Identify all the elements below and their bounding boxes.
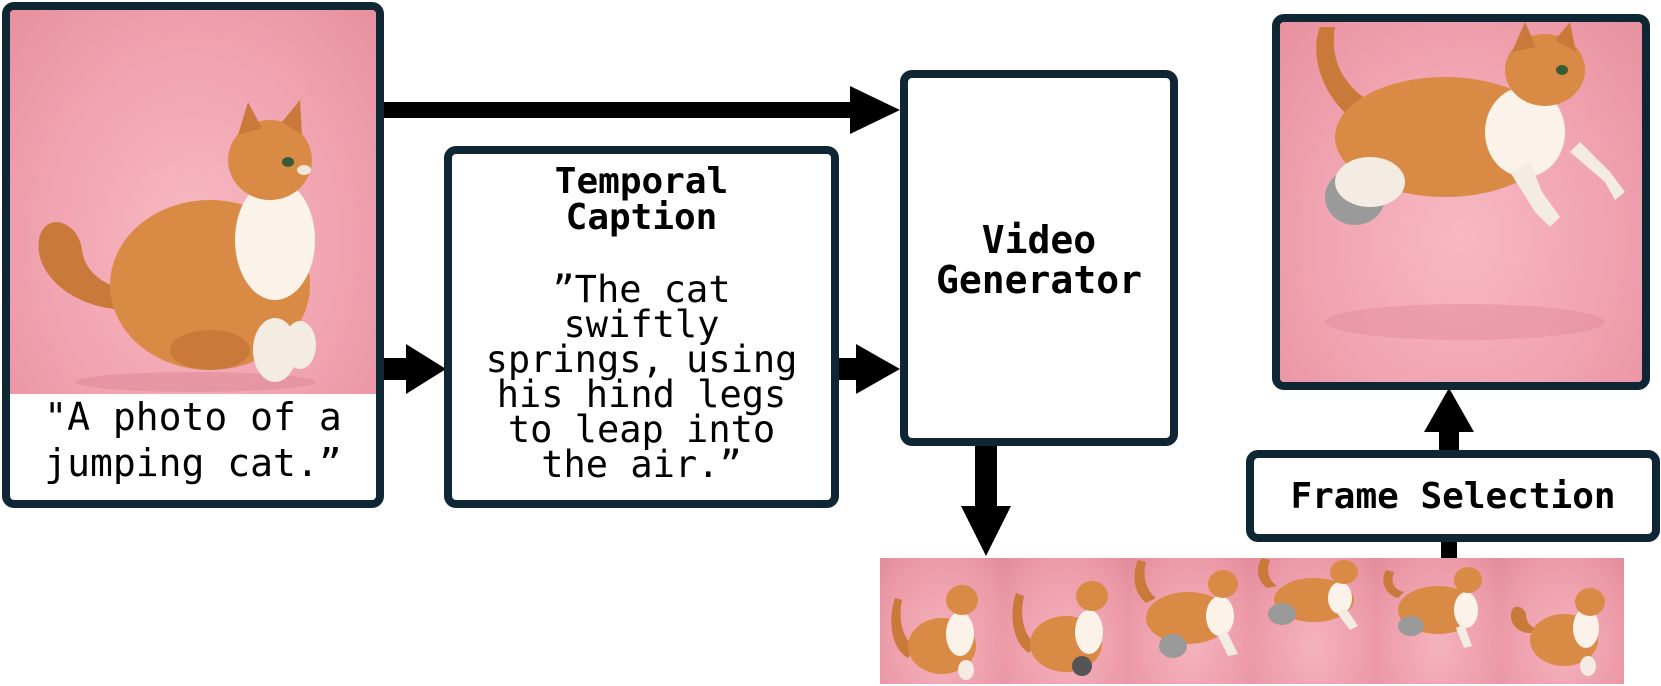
cat-frame-6-icon	[1510, 588, 1605, 676]
frame-selection-label: Frame Selection	[1290, 476, 1616, 517]
arrow-generator-to-frames	[961, 442, 1011, 556]
arrow-caption-to-generator	[836, 344, 900, 394]
cat-frame-3-icon	[1134, 560, 1238, 658]
jumping-cat-icon	[1316, 22, 1625, 340]
arrow-selection-to-output	[1424, 388, 1474, 450]
cat-frame-4-icon	[1257, 558, 1358, 630]
video-generator-box: Video Generator	[900, 70, 1178, 446]
temporal-caption-title: Temporal Caption	[554, 161, 729, 238]
cat-frame-1-icon	[891, 585, 978, 680]
generated-frame-4	[1252, 558, 1376, 684]
temporal-caption-text: ”The cat swiftly springs, using his hind…	[485, 268, 798, 486]
video-generator-title: Video Generator	[936, 218, 1142, 302]
generated-frame-1	[880, 558, 1004, 684]
cat-frame-5-icon	[1383, 567, 1482, 648]
temporal-caption-box: Temporal Caption ”The cat swiftly spring…	[444, 146, 839, 508]
output-cat-photo	[1280, 22, 1642, 382]
cat-frame-2-icon	[1012, 581, 1108, 676]
generated-frame-5	[1376, 558, 1500, 684]
generated-frame-6	[1500, 558, 1624, 684]
arrow-image-to-caption	[380, 344, 446, 394]
generated-frame-2	[1004, 558, 1128, 684]
generated-frames-strip	[880, 558, 1624, 684]
arrow-frames-to-selection	[1441, 538, 1457, 560]
output-frame-box	[1272, 14, 1650, 390]
arrow-image-to-generator	[380, 86, 900, 134]
input-cat-photo	[10, 10, 376, 394]
input-caption-text: "A photo of a jumping cat.”	[44, 395, 342, 485]
input-image-box: "A photo of a jumping cat.”	[2, 2, 384, 508]
frame-selection-box: Frame Selection	[1246, 450, 1660, 542]
sitting-cat-icon	[38, 100, 316, 392]
generated-frame-3	[1128, 558, 1252, 684]
